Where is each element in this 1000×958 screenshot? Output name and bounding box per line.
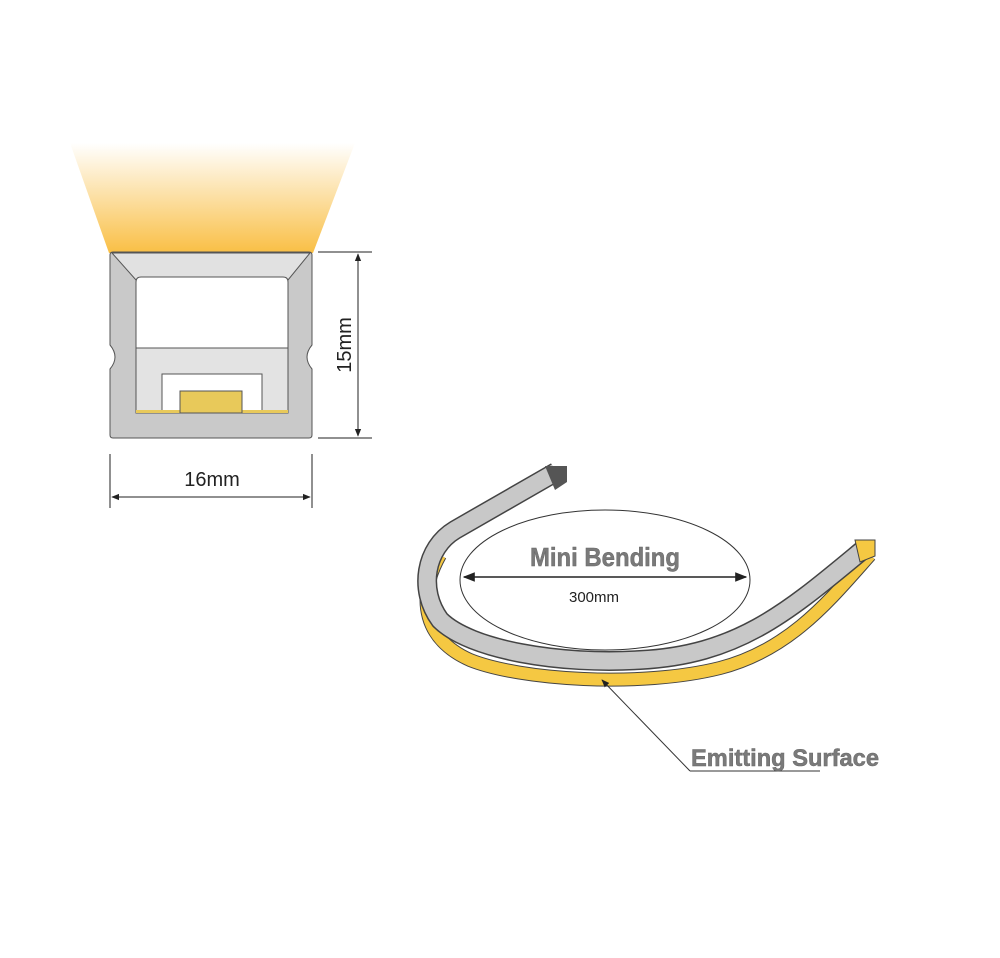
strip-end-right: [854, 539, 876, 563]
led-chip: [179, 390, 243, 414]
width-label: 16mm: [184, 469, 240, 491]
diameter-label: 300mm: [569, 589, 619, 606]
leader-line: [601, 679, 691, 772]
profile-cavity: [135, 276, 289, 349]
bending-diagram: Mini Bending 300mm Emitting Surface: [417, 463, 879, 772]
profile-top-lens: [110, 252, 312, 281]
light-beam: [70, 143, 355, 253]
emitting-label: Emitting Surface: [691, 745, 879, 772]
height-label: 15mm: [334, 317, 356, 373]
bend-ellipse: [459, 509, 751, 651]
bending-title: Mini Bending: [530, 542, 680, 572]
cross-section: 15mm 16mm: [70, 143, 372, 508]
strip-end-left: [545, 466, 567, 490]
